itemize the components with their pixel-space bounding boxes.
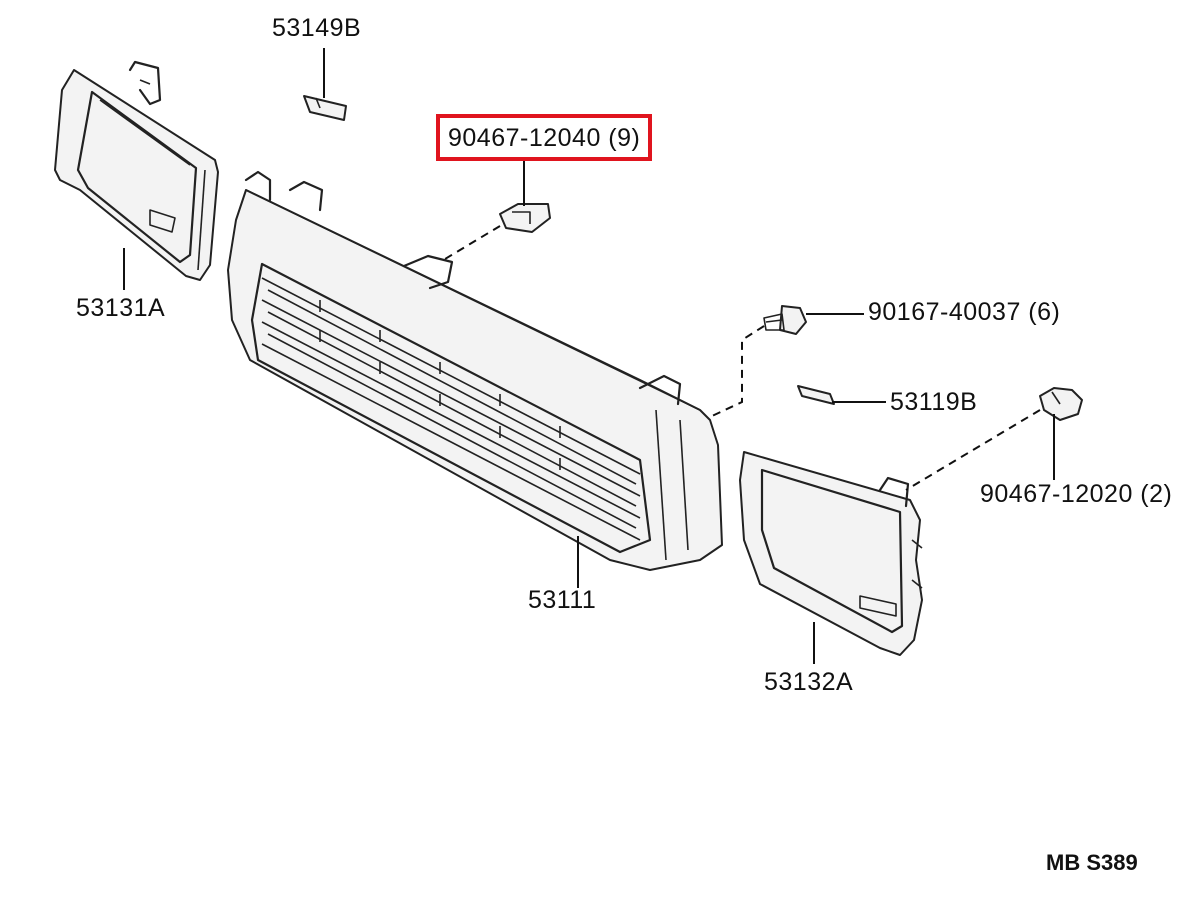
label-53111: 53111 <box>528 586 597 614</box>
label-53119b: 53119B <box>890 388 978 416</box>
screw-drawing <box>763 305 807 335</box>
label-90467-12020: 90467-12020 (2) <box>980 480 1173 508</box>
clip-90467-12020-drawing <box>1039 387 1083 421</box>
leader-lines <box>123 48 1055 664</box>
grille-drawing <box>227 170 723 571</box>
label-53131a: 53131A <box>76 294 166 322</box>
clip-90467-12040-drawing <box>499 203 551 233</box>
clip-53149b-drawing <box>303 95 347 121</box>
label-53149b: 53149B <box>272 14 362 42</box>
label-90467-12040-highlighted: 90467-12040 (9) <box>436 114 653 161</box>
left-molding-drawing <box>54 60 219 281</box>
label-90167-40037: 90167-40037 (6) <box>868 298 1061 326</box>
label-53132a: 53132A <box>764 668 854 696</box>
diagram-reference-code: MB S389 <box>1046 850 1138 875</box>
right-molding-drawing <box>739 451 923 656</box>
assembly-lines <box>439 225 1041 491</box>
clip-53119b-drawing <box>797 385 835 405</box>
